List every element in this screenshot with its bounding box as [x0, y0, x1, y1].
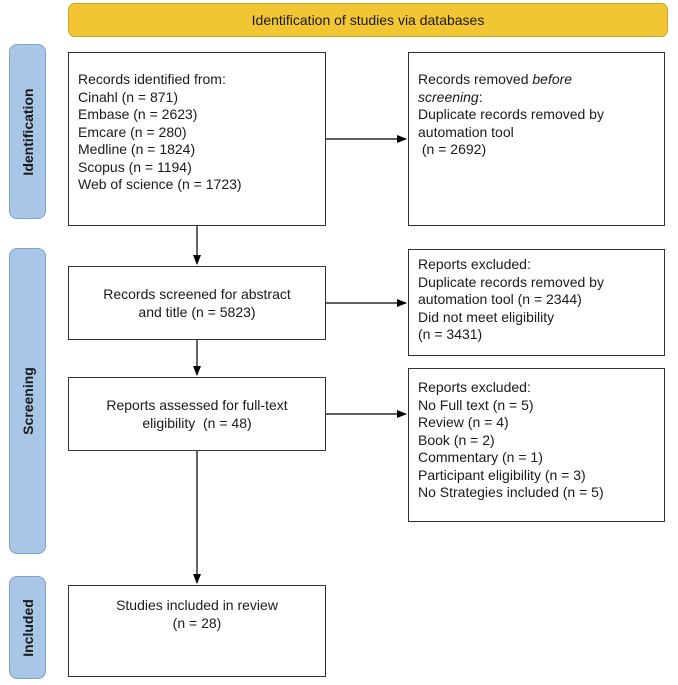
records-screened-box: Records screened for abstract and title …: [68, 266, 326, 340]
reports-excluded-heading: Reports excluded:: [418, 256, 531, 272]
reports-excluded-line: Duplicate records removed by: [418, 273, 604, 290]
studies-included-line: (n = 28): [172, 614, 222, 631]
studies-included-line: Studies included in review: [116, 597, 278, 613]
reports-excluded-line: Participant eligibility (n = 3): [418, 466, 586, 483]
records-removed-heading-line1: Records removed before: [418, 71, 655, 89]
reports-excluded-line: Review (n = 4): [418, 414, 509, 430]
records-removed-line: automation tool: [418, 123, 514, 140]
records-removed-emphasis: before: [532, 71, 573, 87]
reports-assessed-line: eligibility (n = 48): [142, 414, 252, 431]
records-screened-line: Records screened for abstract: [103, 286, 291, 302]
header-title: Identification of studies via databases: [251, 12, 485, 28]
reports-excluded-box-2: Reports excluded: No Full text (n = 5) R…: [408, 368, 665, 522]
records-removed-box: Records removed before screening: Duplic…: [408, 52, 665, 226]
records-removed-count: (n = 2692): [418, 141, 487, 157]
flow-header: Identification of studies via databases: [68, 3, 668, 37]
reports-assessed-line: Reports assessed for full-text: [106, 397, 288, 413]
reports-excluded-line: No Full text (n = 5): [418, 396, 534, 413]
stage-screening: Screening: [9, 248, 46, 554]
studies-included-box: Studies included in review (n = 28): [68, 585, 326, 677]
stage-identification: Identification: [9, 44, 46, 219]
records-removed-emphasis-2: screening: [418, 88, 479, 105]
reports-excluded-line: No Strategies included (n = 5): [418, 484, 604, 500]
source-count: Web of science (n = 1723): [78, 176, 242, 192]
stage-included: Included: [9, 576, 46, 679]
source-count: Cinahl (n = 871): [78, 88, 179, 105]
reports-assessed-box: Reports assessed for full-text eligibili…: [68, 377, 326, 451]
records-removed-suffix: :: [478, 88, 483, 105]
records-identified-box: Records identified from: Cinahl (n = 871…: [68, 52, 326, 226]
records-screened-line: and title (n = 5823): [138, 303, 256, 320]
reports-excluded-line: (n = 3431): [418, 326, 483, 342]
source-count: Embase (n = 2623): [78, 106, 198, 122]
source-count: Medline (n = 1824): [78, 141, 196, 157]
reports-excluded-line: Did not meet eligibility: [418, 308, 555, 325]
reports-excluded-line: automation tool (n = 2344): [418, 291, 582, 307]
records-identified-heading: Records identified from:: [78, 71, 226, 87]
records-removed-heading-line2: screening:: [418, 89, 655, 107]
source-count: Scopus (n = 1194): [78, 158, 192, 175]
reports-excluded-line: Commentary (n = 1): [418, 449, 543, 465]
reports-excluded-heading: Reports excluded:: [418, 379, 531, 395]
reports-excluded-box-1: Reports excluded: Duplicate records remo…: [408, 249, 665, 356]
source-count: Emcare (n = 280): [78, 123, 187, 140]
records-removed-line: Duplicate records removed by: [418, 106, 604, 122]
records-removed-prefix: Records removed: [418, 71, 533, 87]
reports-excluded-line: Book (n = 2): [418, 431, 495, 448]
